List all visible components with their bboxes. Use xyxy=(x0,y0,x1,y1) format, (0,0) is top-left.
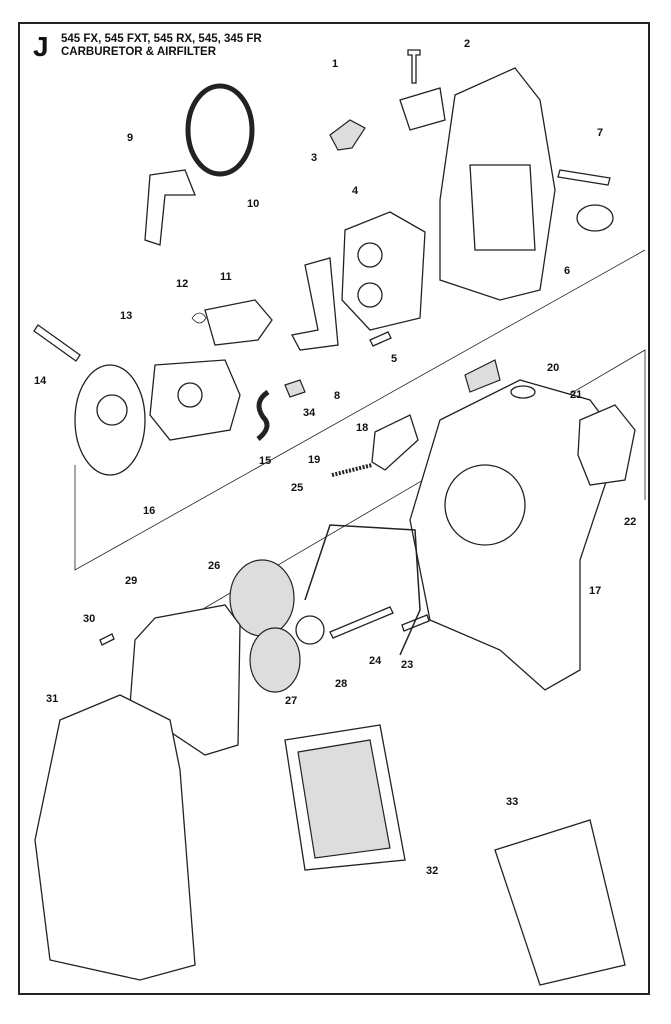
part-28-oring xyxy=(295,615,325,645)
callout-12: 12 xyxy=(176,278,188,290)
callout-13: 13 xyxy=(120,310,132,322)
part-1-link xyxy=(399,87,446,131)
callout-6: 6 xyxy=(564,265,570,277)
part-15-hose xyxy=(256,389,270,441)
part-27-filter xyxy=(249,627,301,693)
part-24-bolt xyxy=(329,606,394,639)
part-11-adapter xyxy=(204,299,273,346)
callout-5: 5 xyxy=(391,353,397,365)
part-4-port xyxy=(357,242,383,268)
part-9-linkage xyxy=(144,169,196,246)
part-4-insulator xyxy=(341,211,426,331)
part-4-port xyxy=(357,282,383,308)
part-10-ring xyxy=(185,83,255,177)
callout-8: 8 xyxy=(334,390,340,402)
part-21-grommet xyxy=(510,385,536,399)
part-22-plate xyxy=(577,404,636,486)
part-31-outer-cover xyxy=(34,694,196,981)
callout-34: 34 xyxy=(303,407,316,419)
section-letter: J xyxy=(33,31,49,62)
diagram-frame xyxy=(18,22,650,995)
callout-labels: 1 2 3 4 5 6 7 8 9 10 11 12 13 14 15 16 1… xyxy=(34,38,636,877)
diagram-header: 545 FX, 545 FXT, 545 RX, 545, 345 FR CAR… xyxy=(61,33,262,59)
callout-9: 9 xyxy=(127,132,133,144)
part-20-button xyxy=(464,359,501,393)
part-14-pin xyxy=(33,324,81,362)
part-33-grille xyxy=(494,819,626,986)
part-17-opening xyxy=(444,464,526,546)
part-18-lever xyxy=(371,414,419,471)
callout-24: 24 xyxy=(369,655,382,667)
part-23-screw xyxy=(401,614,430,632)
callout-14: 14 xyxy=(34,375,47,387)
callout-28: 28 xyxy=(335,678,347,690)
callout-2: 2 xyxy=(464,38,470,50)
callout-4: 4 xyxy=(352,185,359,197)
callout-11: 11 xyxy=(220,271,232,283)
callout-7: 7 xyxy=(597,127,603,139)
part-19-spring xyxy=(331,463,373,477)
callout-16: 16 xyxy=(143,505,155,517)
callout-20: 20 xyxy=(547,362,559,374)
callout-25: 25 xyxy=(291,482,303,494)
part-25-wire xyxy=(304,524,421,656)
callout-19: 19 xyxy=(308,454,320,466)
part-3-clip xyxy=(329,119,366,151)
callout-26: 26 xyxy=(208,560,220,572)
callout-27: 27 xyxy=(285,695,297,707)
callout-10: 10 xyxy=(247,198,259,210)
group-line xyxy=(149,349,646,641)
callout-31: 31 xyxy=(46,693,58,705)
callout-3: 3 xyxy=(311,152,317,164)
part-1-screw xyxy=(407,49,421,84)
callout-15: 15 xyxy=(259,455,271,467)
model-list: 545 FX, 545 FXT, 545 RX, 545, 345 FR xyxy=(61,33,262,45)
callout-33: 33 xyxy=(506,796,518,808)
part-12-clip xyxy=(191,312,207,324)
part-32-filter-media xyxy=(297,739,391,859)
group-line xyxy=(74,249,646,571)
callout-17: 17 xyxy=(589,585,601,597)
part-13-venturi xyxy=(177,382,203,408)
callout-18: 18 xyxy=(356,422,368,434)
part-17-housing xyxy=(409,379,621,691)
callout-30: 30 xyxy=(83,613,95,625)
part-7-pin xyxy=(557,169,611,186)
diagram-title: CARBURETOR & AIRFILTER xyxy=(61,46,217,58)
part-30-screw xyxy=(99,633,115,646)
callout-22: 22 xyxy=(624,516,636,528)
part-8-bracket xyxy=(291,257,339,351)
callout-32: 32 xyxy=(426,865,438,877)
part-2-opening xyxy=(469,164,536,251)
part-6-primer xyxy=(576,204,614,232)
part-5-screw xyxy=(369,331,392,347)
callout-21: 21 xyxy=(570,389,582,401)
callout-29: 29 xyxy=(125,575,137,587)
part-34-clip xyxy=(284,379,306,398)
callout-23: 23 xyxy=(401,659,413,671)
part-16-opening xyxy=(96,394,128,426)
callout-1: 1 xyxy=(332,58,338,70)
